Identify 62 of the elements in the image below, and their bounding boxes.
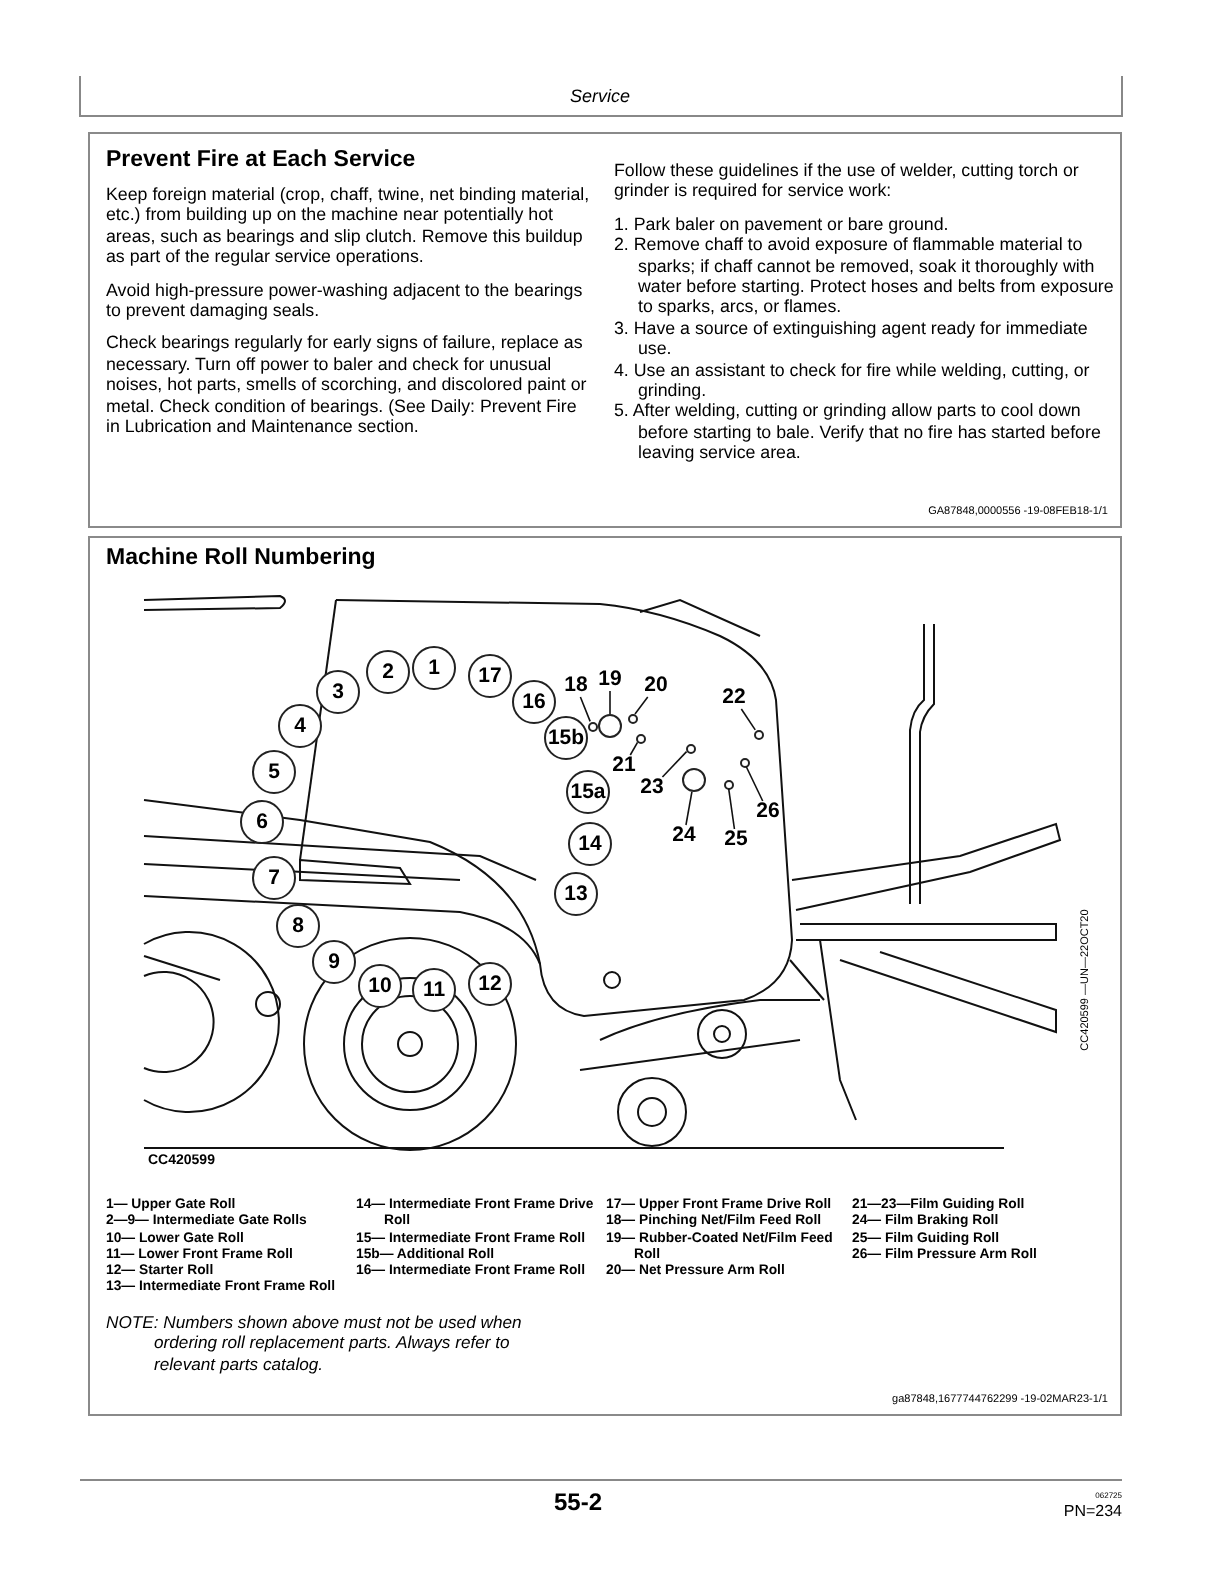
leader-line [685,791,693,826]
callout-number: 14 [568,822,612,866]
roll-circle [739,757,749,767]
list-item: 2. Remove chaff to avoid exposure of flammable material to sparks; if chaff cannot be removed, soak it thoroughly with water before starting. Protect hoses and belts from exposure to sparks, arcs, or flames. [614,234,1114,318]
callout-number: 15b [544,716,588,760]
callout-number: 4 [278,704,322,748]
leader-line [634,696,649,715]
leader-line [745,765,764,802]
callout-number: 12 [468,962,512,1006]
callout-number: 22 [722,687,746,709]
leader-line [579,696,591,723]
running-header: Service [570,86,630,106]
callout-number: 24 [672,825,696,847]
callout-number: 20 [644,675,668,697]
list-item: 5. After welding, cutting or grinding allow parts to cool down before starting to bale. Verify that no fire has started before leaving service area. [614,400,1103,464]
leader-line [609,690,611,715]
section-heading: Prevent Fire at Each Service [106,148,416,174]
roll-circle [635,733,645,743]
callout-number: 9 [312,940,356,984]
callout-number: 11 [412,968,456,1012]
section-panel [88,536,1122,1416]
callout-number: 1 [412,646,456,690]
paragraph: Keep foreign material (crop, chaff, twine, net binding material, etc.) from building up on the machine near potentially hot areas, such as bearings and slip clutch. Remove this buildup as part of the regular service operations. [106,184,590,268]
leader-line [629,741,639,756]
list-item: 4. Use an assistant to check for fire while welding, cutting, or grinding. [614,359,1092,401]
callout-number: 17 [468,654,512,698]
callout-number: 13 [554,872,598,916]
leader-line [727,788,736,830]
paragraph: Check bearings regularly for early signs of failure, replace as necessary. Turn off power to baler and check for unusual noises, hot parts, smells of scorching, and discolored paint or metal. Check condition of bearings. (See Daily: Prevent Fire in Lubrication and Maintenance section. [106,332,589,437]
page-code: PN=234 [1063,1502,1122,1520]
leader-line [661,750,688,778]
section-panel [88,132,1122,528]
callout-number: 5 [252,750,296,794]
list-item: 3. Have a source of extinguishing agent ready for immediate use. [614,317,1090,360]
roll-circle [723,779,733,789]
roll-circle [598,714,622,738]
callout-number: 21 [612,755,636,777]
paragraph: Follow these guidelines if the use of welder, cutting torch or grinder is required for service work: [614,160,1081,202]
callout-number: 16 [512,680,556,724]
callout-number: 23 [640,777,664,799]
callout-number: 26 [756,801,780,823]
callout-number: 18 [564,675,588,697]
callout-number: 15a [566,770,610,814]
roll-circle [587,721,597,731]
callout-number: 7 [252,856,296,900]
roll-circle [682,768,706,792]
roll-circle [627,713,637,723]
callout-number: 8 [276,904,320,948]
roll-circle [753,729,763,739]
note-text: NOTE: Numbers shown above must not be used when ordering roll replacement parts. Always refer to relevant parts catalog. [106,1312,524,1375]
section-heading: Machine Roll Numbering [106,546,376,572]
page-number: 55-2 [553,1488,603,1516]
callout-number: 25 [724,829,748,851]
paragraph: Avoid high-pressure power-washing adjacent to the bearings to prevent damaging seals. [106,279,585,321]
list-item: 1. Park baler on pavement or bare ground. [614,213,951,235]
leader-line [740,708,757,731]
callout-number: 10 [358,964,402,1008]
callout-number: 6 [240,800,284,844]
roll-circle [685,743,695,753]
callout-number: 3 [316,670,360,714]
callout-number: 2 [366,650,410,694]
callout-number: 19 [598,669,622,691]
